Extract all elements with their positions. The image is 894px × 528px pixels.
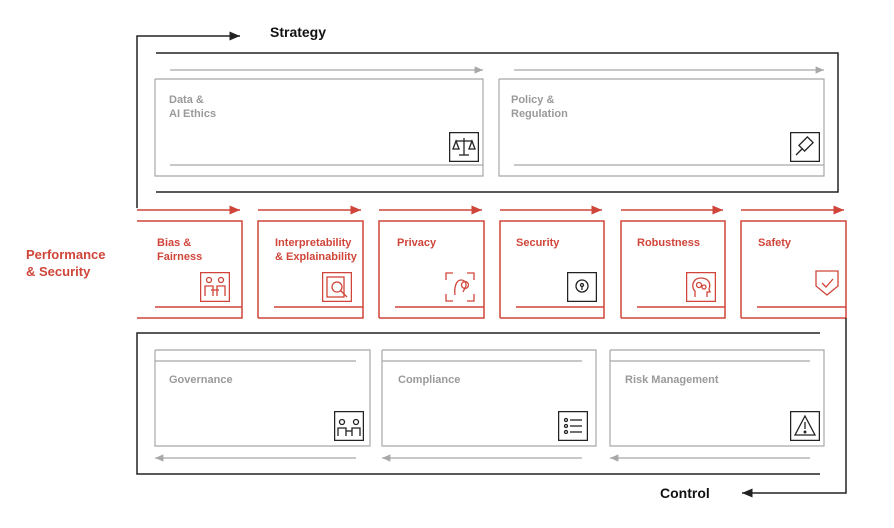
control-box-3: [609, 349, 825, 447]
checklist-icon: [558, 411, 588, 441]
perf-box-label: Robustness: [637, 237, 700, 249]
magnifier-document-icon: [322, 272, 352, 302]
head-gears-icon: [686, 272, 716, 302]
strategy-box-2: [498, 78, 825, 177]
strategy-box-label: Policy & Regulation: [511, 94, 568, 120]
control-box-label: Risk Management: [625, 374, 719, 386]
perf-box-label: Bias & Fairness: [157, 237, 203, 263]
perf-box-label: Safety: [758, 237, 792, 249]
warning-icon: [790, 411, 820, 441]
board-people-icon: [334, 411, 364, 441]
people-meeting-icon: [200, 272, 230, 302]
control-box-1: [154, 349, 371, 447]
keyhole-icon: [567, 272, 597, 302]
strategy-box-label: Data & AI Ethics: [169, 94, 217, 120]
perf-box-label: Security: [516, 237, 560, 249]
strategy-heading: Strategy: [270, 24, 327, 40]
control-box-2: [381, 349, 597, 447]
control-frame: [136, 332, 820, 475]
strategy-frame: [156, 52, 839, 193]
perf-box-3: [378, 220, 485, 319]
control-box-label: Compliance: [398, 374, 461, 386]
perf-box-2: [257, 220, 364, 319]
control-box-label: Governance: [169, 374, 233, 386]
scales-icon: [449, 132, 479, 162]
perf-box-6: [740, 220, 847, 319]
perf-box-1: [137, 220, 243, 319]
perf-box-label: Interpretability & Explainability: [275, 237, 357, 263]
strategy-box-1: [154, 78, 484, 177]
perf-box-4: [499, 220, 605, 319]
control-heading: Control: [660, 485, 710, 501]
gavel-icon: [790, 132, 820, 162]
perf-box-5: [620, 220, 726, 319]
perf-box-label: Privacy: [397, 237, 437, 249]
shield-check-icon: [812, 268, 842, 298]
performance-security-heading: Performance & Security: [26, 247, 106, 279]
face-scan-icon: [445, 272, 475, 302]
control-exit-arrow: [742, 318, 847, 498]
strategy-entry-arrow: [136, 31, 240, 208]
